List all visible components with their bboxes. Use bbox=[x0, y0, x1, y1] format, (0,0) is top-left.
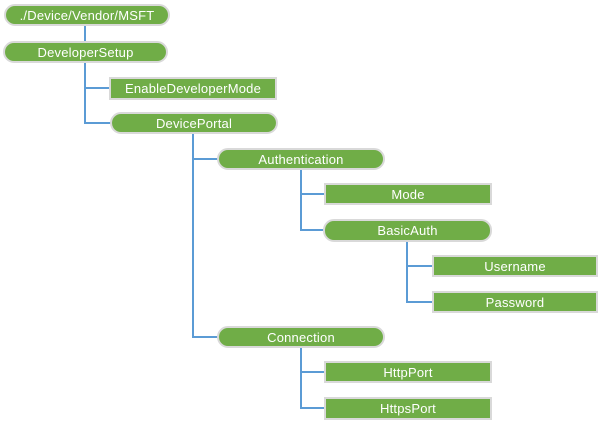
connector-line bbox=[85, 122, 111, 124]
tree-node-connection: Connection bbox=[217, 326, 385, 348]
connector-line bbox=[301, 371, 325, 373]
connector-line bbox=[406, 242, 408, 303]
tree-node-https-port: HttpsPort bbox=[324, 397, 492, 420]
connector-line bbox=[300, 170, 302, 231]
connector-line bbox=[300, 348, 302, 409]
tree-node-username: Username bbox=[432, 255, 598, 277]
connector-line bbox=[84, 26, 86, 42]
connector-line bbox=[407, 301, 433, 303]
connector-line bbox=[407, 265, 433, 267]
tree-node-developer-setup: DeveloperSetup bbox=[3, 41, 168, 63]
tree-node-basic-auth: BasicAuth bbox=[323, 219, 492, 242]
tree-node-device-portal: DevicePortal bbox=[110, 112, 278, 134]
tree-node-http-port: HttpPort bbox=[324, 361, 492, 383]
connector-line bbox=[193, 336, 218, 338]
tree-node-password: Password bbox=[432, 291, 598, 313]
connector-line bbox=[301, 407, 325, 409]
tree-node-authentication: Authentication bbox=[217, 148, 385, 170]
connector-line bbox=[192, 134, 194, 338]
connector-line bbox=[84, 63, 86, 124]
tree-node-mode: Mode bbox=[324, 183, 492, 205]
connector-line bbox=[85, 87, 110, 89]
connector-line bbox=[193, 158, 218, 160]
connector-line bbox=[301, 193, 325, 195]
tree-node-msft: ./Device/Vendor/MSFT bbox=[4, 4, 170, 26]
tree-node-enable-developer-mode: EnableDeveloperMode bbox=[109, 77, 277, 100]
connector-line bbox=[301, 229, 324, 231]
